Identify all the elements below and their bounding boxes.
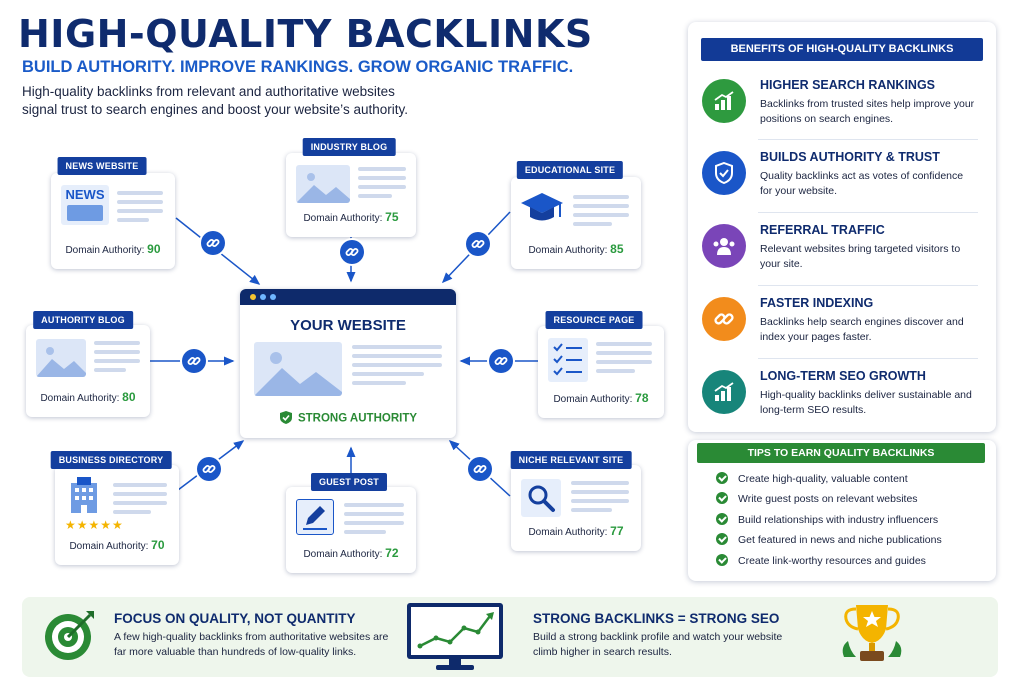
source-label: EDUCATIONAL SITE — [516, 161, 624, 179]
focus-description: A few high-quality backlinks from author… — [114, 631, 389, 658]
edit-icon — [296, 499, 334, 535]
focus-title: FOCUS ON QUALITY, NOT QUANTITY — [114, 611, 356, 626]
target-icon — [42, 607, 98, 668]
source-label: NICHE RELEVANT SITE — [510, 451, 632, 469]
domain-authority: Domain Authority: 90 — [65, 242, 161, 256]
benefits-heading: BENEFITS OF HIGH-QUALITY BACKLINKS — [701, 38, 983, 61]
growth-chart-icon — [702, 79, 746, 123]
magnifier-icon — [521, 479, 561, 517]
shield-check-icon — [279, 411, 292, 424]
strong-seo-title: STRONG BACKLINKS = STRONG SEO — [533, 611, 780, 626]
strong-authority-badge: STRONG AUTHORITY — [240, 411, 456, 426]
check-icon — [716, 472, 728, 485]
monitor-growth-icon — [406, 602, 504, 677]
source-label: INDUSTRY BLOG — [302, 138, 396, 156]
domain-authority: Domain Authority: 72 — [303, 546, 399, 560]
domain-authority: Domain Authority: 80 — [40, 390, 136, 404]
intro-text: High-quality backlinks from relevant and… — [22, 84, 408, 117]
check-icon — [716, 492, 728, 505]
tip-item: Create high-quality, valuable content — [716, 472, 908, 485]
benefit-item: LONG-TERM SEO GROWTH High-quality backli… — [700, 362, 980, 430]
source-label: GUEST POST — [310, 473, 388, 491]
image-icon — [296, 165, 350, 203]
source-card-guest-post: Domain Authority: 72 — [286, 487, 416, 573]
domain-authority: Domain Authority: 85 — [528, 242, 624, 256]
tip-item: Write guest posts on relevant websites — [716, 492, 918, 505]
benefit-item: BUILDS AUTHORITY & TRUST Quality backlin… — [700, 143, 980, 211]
source-card-educational-site: Domain Authority: 85 — [511, 177, 641, 269]
building-icon — [67, 477, 101, 518]
benefit-item: HIGHER SEARCH RANKINGS Backlinks from tr… — [700, 71, 980, 139]
your-website-title: YOUR WEBSITE — [290, 317, 406, 334]
tips-panel — [688, 440, 996, 581]
source-label: RESOURCE PAGE — [545, 311, 643, 329]
your-website-card: YOUR WEBSITE STRONG AUTHORITY — [240, 289, 456, 438]
link-icon — [702, 297, 746, 341]
domain-authority: Domain Authority: 77 — [528, 524, 624, 538]
link-icon — [466, 232, 490, 256]
image-icon — [254, 342, 342, 396]
image-icon — [36, 339, 86, 377]
source-label: NEWS WEBSITE — [57, 157, 147, 175]
source-card-resource-page: Domain Authority: 78 — [538, 326, 664, 418]
domain-authority: Domain Authority: 75 — [303, 210, 399, 224]
link-icon — [468, 457, 492, 481]
page-title: HIGH-QUALITY BACKLINKS — [18, 12, 593, 56]
news-icon: NEWS — [61, 185, 109, 225]
growth-chart-icon — [702, 370, 746, 414]
link-icon — [197, 457, 221, 481]
source-label: AUTHORITY BLOG — [33, 311, 133, 329]
rating-stars: ★★★★★ — [65, 518, 124, 532]
tip-item: Get featured in news and niche publicati… — [716, 533, 942, 546]
domain-authority: Domain Authority: 78 — [553, 391, 649, 405]
link-icon — [201, 231, 225, 255]
source-label: BUSINESS DIRECTORY — [50, 451, 172, 469]
benefit-item: FASTER INDEXING Backlinks help search en… — [700, 289, 980, 357]
checklist-icon — [548, 338, 588, 382]
check-icon — [716, 554, 728, 567]
people-icon — [702, 224, 746, 268]
strong-seo-description: Build a strong backlink profile and watc… — [533, 631, 783, 658]
benefit-item: REFERRAL TRAFFIC Relevant websites bring… — [700, 216, 980, 284]
graduation-cap-icon — [519, 191, 565, 232]
source-card-business-directory: ★★★★★ Domain Authority: 70 — [55, 465, 179, 565]
check-icon — [716, 513, 728, 526]
link-icon — [182, 349, 206, 373]
link-icon — [489, 349, 513, 373]
shield-check-icon — [702, 151, 746, 195]
trophy-icon — [836, 599, 908, 676]
page-subtitle: BUILD AUTHORITY. IMPROVE RANKINGS. GROW … — [22, 58, 574, 76]
source-card-news-website: NEWS Domain Authority: 90 — [51, 173, 175, 269]
tips-heading: TIPS TO EARN QUALITY BACKLINKS — [697, 443, 985, 463]
link-icon — [340, 240, 364, 264]
check-icon — [716, 533, 728, 546]
source-card-industry-blog: Domain Authority: 75 — [286, 153, 416, 237]
browser-bar — [240, 289, 456, 305]
domain-authority: Domain Authority: 70 — [69, 538, 165, 552]
tip-item: Build relationships with industry influe… — [716, 513, 938, 526]
source-card-authority-blog: Domain Authority: 80 — [26, 325, 150, 417]
bottom-banner — [22, 597, 998, 677]
tip-item: Create link-worthy resources and guides — [716, 554, 926, 567]
source-card-niche-relevant-site: Domain Authority: 77 — [511, 465, 641, 551]
